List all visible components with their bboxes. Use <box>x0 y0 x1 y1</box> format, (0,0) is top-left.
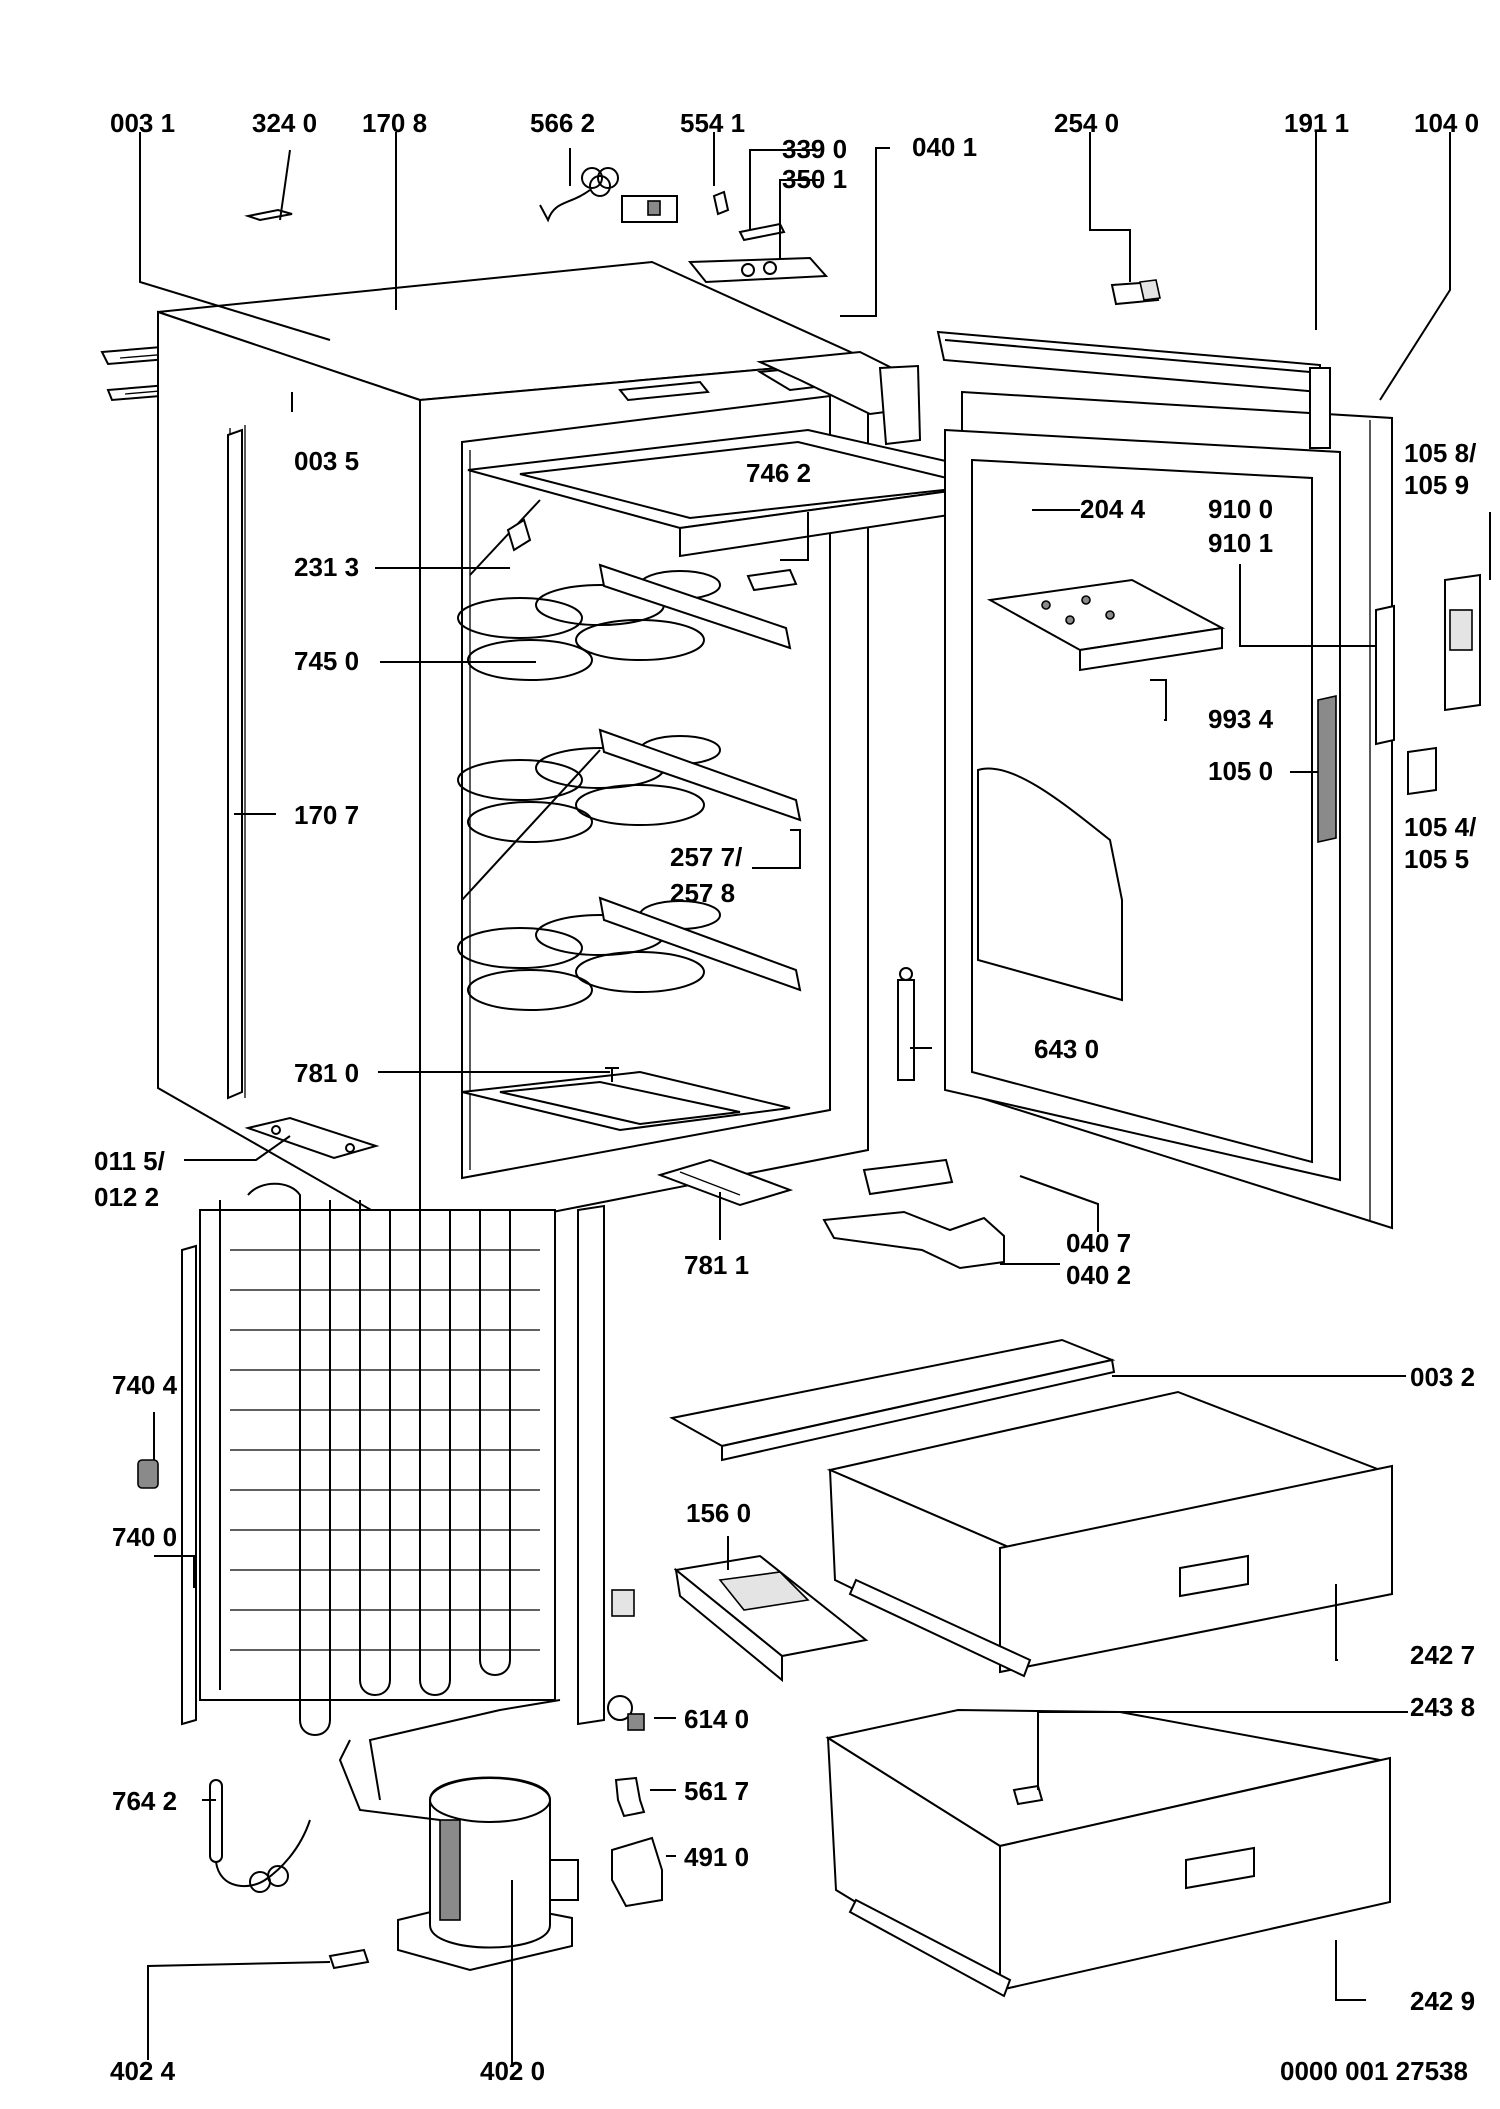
label-0407: 040 7 <box>1066 1228 1131 1258</box>
label-7811: 781 1 <box>684 1250 749 1280</box>
label-4024: 402 4 <box>110 2056 176 2086</box>
thermostat-assembly <box>539 167 730 223</box>
label-1054: 105 4/ <box>1404 812 1476 842</box>
label-5541: 554 1 <box>680 108 745 138</box>
label-1708: 170 8 <box>362 108 427 138</box>
butter-compartment <box>986 578 1226 672</box>
label-0122: 012 2 <box>94 1182 159 1212</box>
label-5662: 566 2 <box>530 108 595 138</box>
condenser-rails <box>181 1204 635 1726</box>
thermometer <box>897 967 915 1081</box>
label-7400: 740 0 <box>112 1522 177 1552</box>
label-0115: 011 5/ <box>94 1146 165 1176</box>
label-2577: 257 7/ <box>670 842 742 872</box>
bottom-bracket <box>244 1116 380 1160</box>
side-channel <box>227 428 243 1100</box>
label-0031: 003 1 <box>110 108 175 138</box>
screw-7810 <box>605 1067 619 1082</box>
label-9100: 910 0 <box>1208 494 1273 524</box>
vent-grille <box>656 1158 794 1207</box>
ice-tray <box>673 1554 869 1683</box>
label-9101: 910 1 <box>1208 528 1273 558</box>
label-7810: 781 0 <box>294 1058 359 1088</box>
label-0402: 040 2 <box>1066 1260 1131 1290</box>
label-4020: 402 0 <box>480 2056 545 2086</box>
label-3390: 339 0 <box>782 134 847 164</box>
label-2427: 242 7 <box>1410 1640 1475 1670</box>
cabinet-body <box>157 260 878 1240</box>
label-5617: 561 7 <box>684 1776 749 1806</box>
condenser-coil <box>199 1182 556 1736</box>
label-4910: 491 0 <box>684 1842 749 1872</box>
label-6430: 643 0 <box>1034 1034 1099 1064</box>
leader-lines <box>139 132 1491 2064</box>
lamp-holder <box>506 518 532 552</box>
label-7404: 740 4 <box>112 1370 178 1400</box>
bottom-cover-plate <box>461 1070 791 1132</box>
wire-shelf-top <box>457 563 792 681</box>
label-0035: 003 5 <box>294 446 359 476</box>
label-2578: 257 8 <box>670 878 735 908</box>
rear-diagonal-pipe-upper <box>469 499 541 576</box>
label-9934: 993 4 <box>1208 704 1274 734</box>
label-1040: 104 0 <box>1414 108 1479 138</box>
label-2540: 254 0 <box>1054 108 1119 138</box>
drawer-lower <box>825 1708 1391 1998</box>
label-7642: 764 2 <box>112 1786 177 1816</box>
label-1059: 105 9 <box>1404 470 1469 500</box>
clamp-5617 <box>614 1776 646 1818</box>
label-2438: 243 8 <box>1410 1692 1475 1722</box>
part-labels: 003 1 324 0 170 8 566 2 554 1 339 0 350 … <box>94 108 1479 2086</box>
wire-shelf-bottom <box>457 896 802 1011</box>
door-handle <box>1317 695 1337 843</box>
label-1050: 105 0 <box>1208 756 1273 786</box>
rear-diagonal-pipe <box>461 749 601 901</box>
label-7450: 745 0 <box>294 646 359 676</box>
door-gasket <box>936 330 1321 394</box>
clip-4024 <box>328 1948 370 1970</box>
grommet <box>137 1459 159 1489</box>
hinge-top <box>756 350 922 446</box>
drawer-rail <box>669 1338 1116 1462</box>
label-6140: 614 0 <box>684 1704 749 1734</box>
label-1707: 170 7 <box>294 800 359 830</box>
capillary-drier <box>209 1779 311 1893</box>
label-0401: 040 1 <box>912 132 977 162</box>
cover-4910 <box>611 1836 663 1908</box>
compressor <box>338 1699 579 1972</box>
drawing-number: 0000 001 27538 <box>1280 2056 1468 2086</box>
label-7462: 746 2 <box>746 458 811 488</box>
label-0032: 003 2 <box>1410 1362 1475 1392</box>
label-1055: 105 5 <box>1404 844 1469 874</box>
drawer-upper <box>826 1390 1393 1678</box>
door-bottom-hinge <box>822 1158 1005 1270</box>
wire-shelf-middle <box>457 728 802 843</box>
door-trim-strip <box>1309 367 1331 449</box>
label-1560: 156 0 <box>686 1498 751 1528</box>
small-clip-7462 <box>746 568 798 592</box>
label-2429: 242 9 <box>1410 1986 1475 2016</box>
label-3240: 324 0 <box>252 108 317 138</box>
door-stop-part <box>1110 279 1161 306</box>
label-1058: 105 8/ <box>1404 438 1476 468</box>
label-2313: 231 3 <box>294 552 359 582</box>
label-2044: 204 4 <box>1080 494 1146 524</box>
label-3501: 350 1 <box>782 164 847 194</box>
door-hinge-parts <box>1375 573 1481 796</box>
door-inner-liner <box>944 428 1341 1182</box>
control-housing <box>687 222 829 284</box>
relay-6140 <box>607 1695 645 1731</box>
label-1911: 191 1 <box>1284 108 1349 138</box>
